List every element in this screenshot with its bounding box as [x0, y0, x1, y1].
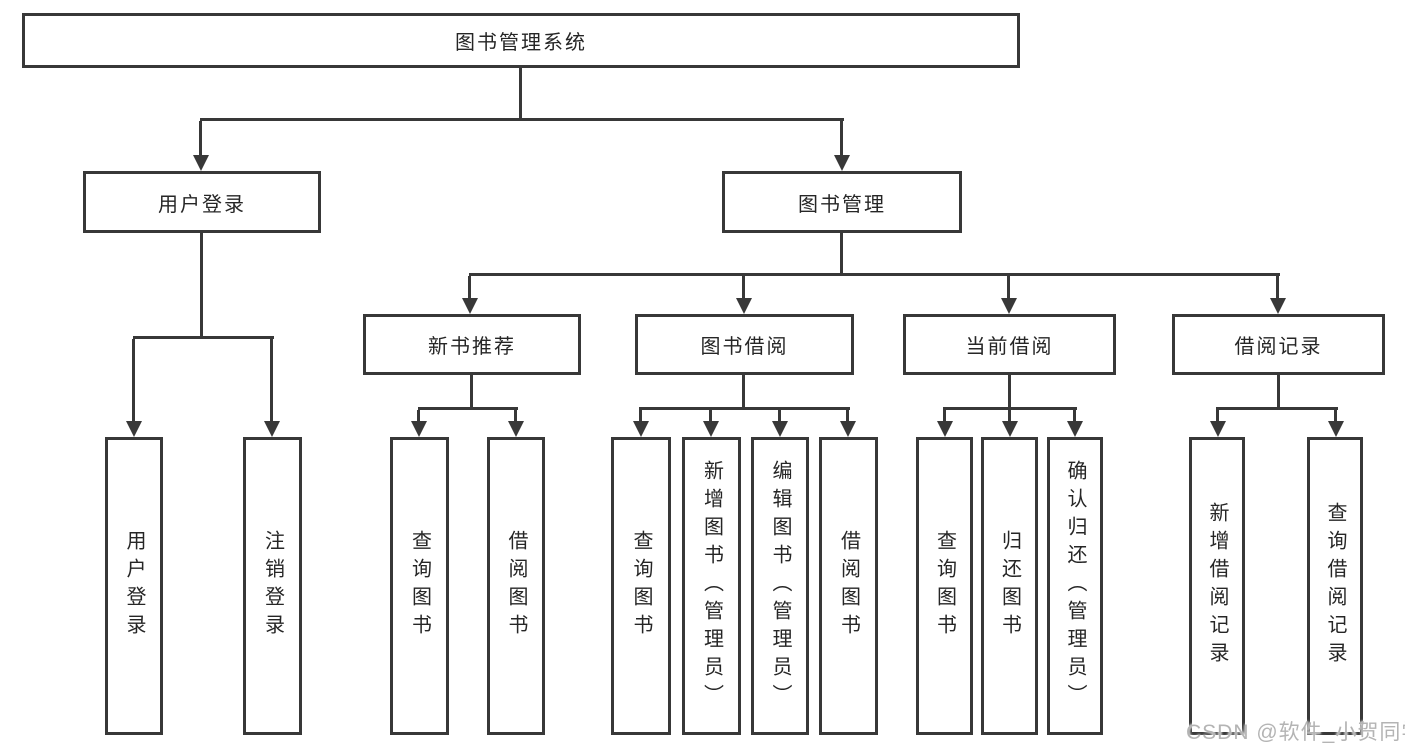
leaf-borrow-books-label: 借阅图书	[837, 530, 860, 642]
connector-user-login-bar	[133, 336, 274, 339]
node-root-label: 图书管理系统	[455, 32, 587, 54]
arrow-to-book-management	[834, 121, 850, 171]
leaf-query-books-recommend-label: 查询图书	[408, 530, 431, 642]
leaf-add-books-admin-label: 新增图书（管理员）	[700, 460, 723, 712]
arrow-current-borrow-child-3	[1067, 410, 1083, 437]
leaf-borrow-books: 借阅图书	[819, 437, 878, 735]
arrow-recommend-child-2	[508, 410, 524, 437]
node-user-login: 用户登录	[83, 171, 321, 233]
connector-current-borrow-drop	[1008, 375, 1011, 410]
leaf-query-books-borrow: 查询图书	[611, 437, 671, 735]
leaf-return-books: 归还图书	[981, 437, 1038, 735]
leaf-confirm-return-admin: 确认归还（管理员）	[1047, 437, 1103, 735]
csdn-watermark: CSDN @软件_小贺同学	[1186, 721, 1405, 744]
arrow-book-borrow-child-2	[703, 410, 719, 437]
arrow-book-borrow-child-1	[633, 410, 649, 437]
leaf-edit-books-admin-label: 编辑图书（管理员）	[769, 460, 791, 712]
leaf-logout-login: 注销登录	[243, 437, 302, 735]
connector-current-borrow-bar	[943, 407, 1077, 410]
leaf-confirm-return-admin-label: 确认归还（管理员）	[1064, 460, 1086, 712]
leaf-borrow-books-recommend-label: 借阅图书	[505, 530, 527, 642]
node-borrow-records-label: 借阅记录	[1234, 336, 1323, 358]
leaf-add-books-admin: 新增图书（管理员）	[682, 437, 741, 735]
leaf-query-borrow-record: 查询借阅记录	[1307, 437, 1363, 735]
arrow-recommend-child-1	[411, 410, 427, 437]
node-current-borrow: 当前借阅	[903, 314, 1116, 375]
leaf-query-books-borrow-label: 查询图书	[630, 530, 652, 642]
arrow-to-leaf-user-login	[126, 339, 142, 437]
node-root: 图书管理系统	[22, 13, 1020, 68]
leaf-borrow-books-recommend: 借阅图书	[487, 437, 545, 735]
leaf-add-borrow-record-label: 新增借阅记录	[1206, 502, 1228, 670]
arrow-to-user-login	[193, 121, 209, 171]
connector-book-management-drop	[840, 233, 843, 276]
connector-book-borrow-bar	[639, 407, 850, 410]
connector-records-bar	[1216, 407, 1338, 410]
node-new-book-recommend: 新书推荐	[363, 314, 581, 375]
node-current-borrow-label: 当前借阅	[965, 336, 1054, 358]
arrow-to-new-book-recommend	[462, 276, 478, 314]
connector-book-borrow-drop	[742, 375, 745, 410]
node-book-borrow: 图书借阅	[635, 314, 854, 375]
arrow-current-borrow-child-1	[937, 410, 953, 437]
arrow-current-borrow-child-2	[1002, 410, 1018, 437]
arrow-book-borrow-child-4	[840, 410, 856, 437]
node-borrow-records: 借阅记录	[1172, 314, 1385, 375]
arrow-book-borrow-child-3	[772, 410, 788, 437]
leaf-add-borrow-record: 新增借阅记录	[1189, 437, 1245, 735]
leaf-query-borrow-record-label: 查询借阅记录	[1324, 502, 1346, 670]
leaf-return-books-label: 归还图书	[998, 530, 1021, 642]
arrow-records-child-1	[1210, 410, 1226, 437]
arrow-to-borrow-records	[1270, 276, 1286, 314]
connector-user-login-drop	[200, 233, 203, 339]
connector-recommend-bar	[418, 407, 518, 410]
arrow-to-current-borrow	[1001, 276, 1017, 314]
node-book-management: 图书管理	[722, 171, 962, 233]
connector-records-drop	[1277, 375, 1280, 410]
connector-level3-bar	[469, 273, 1280, 276]
arrow-to-leaf-logout-login	[264, 339, 280, 437]
node-user-login-label: 用户登录	[158, 193, 246, 216]
leaf-user-login-label: 用户登录	[123, 530, 145, 642]
connector-root-bar	[200, 118, 844, 121]
leaf-query-books-current-label: 查询图书	[933, 530, 956, 642]
connector-recommend-drop	[470, 375, 473, 410]
arrow-records-child-2	[1328, 410, 1344, 437]
node-book-management-label: 图书管理	[798, 193, 886, 216]
leaf-query-books-current: 查询图书	[916, 437, 973, 735]
leaf-logout-login-label: 注销登录	[261, 530, 284, 642]
arrow-to-book-borrow	[736, 276, 752, 314]
node-book-borrow-label: 图书借阅	[700, 336, 789, 358]
leaf-query-books-recommend: 查询图书	[390, 437, 449, 735]
leaf-edit-books-admin: 编辑图书（管理员）	[751, 437, 809, 735]
connector-root-drop	[519, 68, 522, 121]
node-new-book-recommend-label: 新书推荐	[428, 336, 516, 358]
leaf-user-login: 用户登录	[105, 437, 163, 735]
